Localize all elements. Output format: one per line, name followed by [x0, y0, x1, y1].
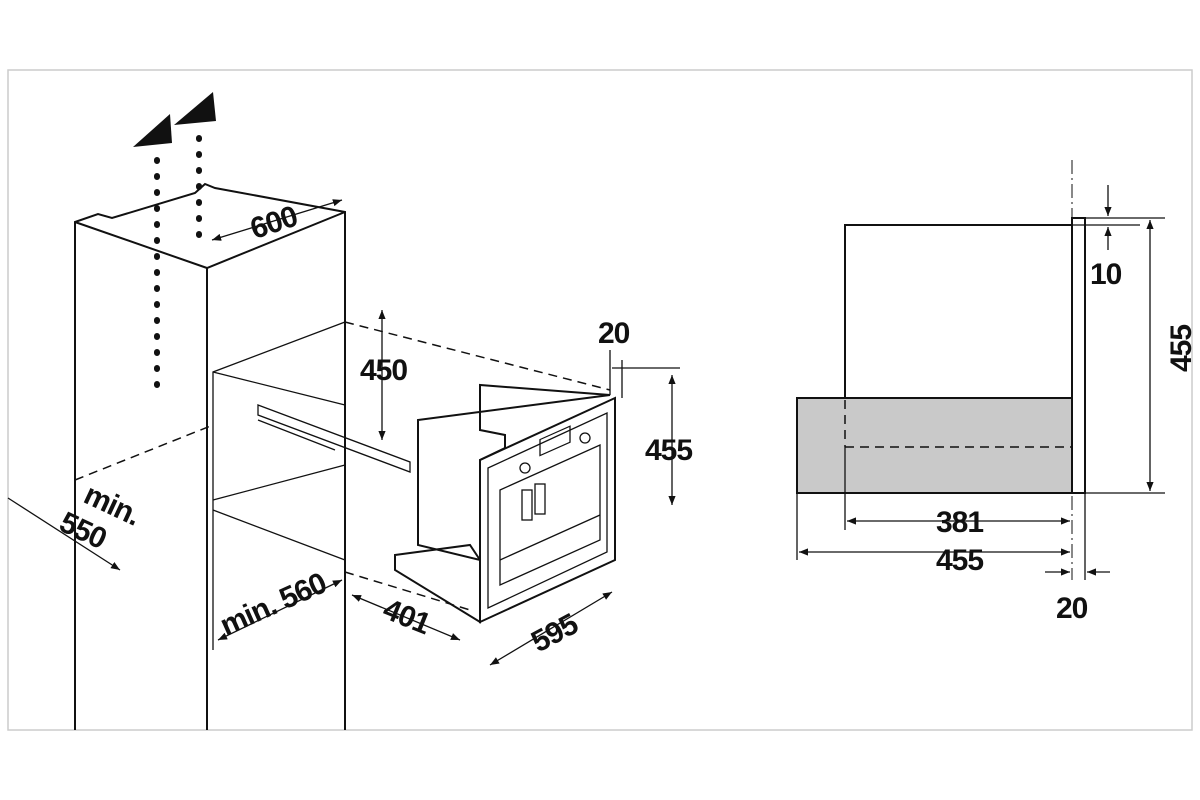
label-appliance-depth: 401 [378, 593, 434, 641]
coffee-machine [394, 383, 616, 624]
tall-cabinet [74, 182, 611, 730]
label-niche-height: 450 [360, 354, 407, 387]
front-panel [1071, 217, 1086, 494]
label-appliance-width: 595 [526, 608, 583, 659]
diagram-frame [7, 69, 1193, 731]
label-total-depth: 455 [936, 544, 983, 577]
label-panel-depth: 20 [598, 317, 630, 350]
label-panel-thickness: 20 [1056, 592, 1088, 625]
ventilation-arrows-icon [133, 92, 216, 388]
appliance-body-section [796, 397, 1073, 494]
label-top-offset: 10 [1090, 258, 1122, 291]
side-view: 10 455 381 455 20 [796, 160, 1198, 625]
label-total-height: 455 [1165, 325, 1198, 372]
label-min-width: min. 560 [215, 567, 331, 643]
label-appliance-height: 455 [645, 434, 692, 467]
label-body-depth: 381 [936, 506, 983, 539]
label-cabinet-width: 600 [246, 200, 301, 246]
perspective-view: 600 450 20 455 min. 550 min. 560 401 595 [7, 92, 693, 730]
